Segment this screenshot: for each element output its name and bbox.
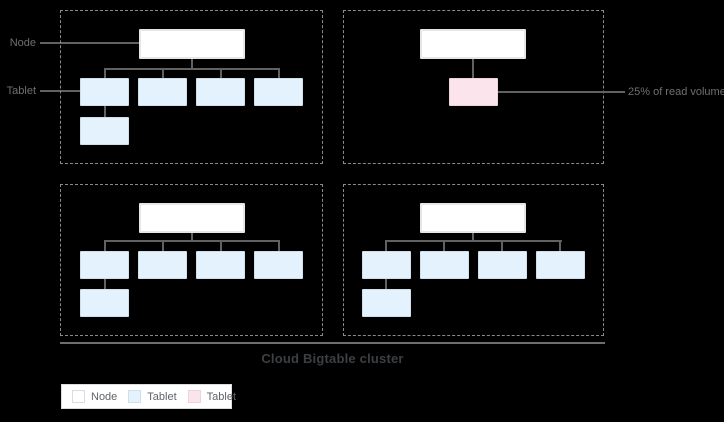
connector-line (104, 70, 106, 78)
node-group-1-outline (60, 10, 323, 164)
tablet-box (536, 251, 585, 279)
node-box (139, 29, 245, 59)
hot-tablet-box (449, 78, 498, 106)
tablet-box (80, 289, 129, 317)
tablet-blue-swatch-icon (128, 390, 142, 403)
read-volume-callout-label: 25% of read volume (628, 86, 724, 98)
node-pointer-line (40, 42, 139, 44)
node-group-2-outline (343, 10, 604, 164)
legend-label: Node (91, 390, 118, 403)
node-pointer-label: Node (9, 37, 36, 49)
connector-line (220, 70, 222, 78)
tablet-box (138, 251, 187, 279)
connector-line (104, 68, 280, 70)
connector-line (385, 242, 387, 251)
connector-line (443, 242, 445, 251)
node-box (420, 203, 526, 233)
cluster-baseline (60, 342, 605, 344)
tablet-box (362, 289, 411, 317)
connector-line (220, 242, 222, 251)
cluster-caption: Cloud Bigtable cluster (261, 351, 404, 366)
node-swatch-icon (72, 390, 85, 403)
connector-line (559, 242, 561, 251)
tablet-box (196, 251, 245, 279)
connector-line (104, 106, 106, 117)
tablet-box (478, 251, 527, 279)
tablet-box (138, 78, 187, 106)
connector-line (191, 59, 193, 69)
legend-item-node: Node (72, 390, 117, 403)
legend-label: Tablet (147, 390, 177, 403)
node-box (139, 203, 245, 233)
tablet-box (196, 78, 245, 106)
node-group-3-outline (60, 184, 323, 336)
connector-line (278, 242, 280, 251)
connector-line (472, 59, 474, 78)
tablet-pink-swatch-icon (187, 390, 201, 403)
tablet-box (362, 251, 411, 279)
tablet-box (80, 117, 129, 145)
tablet-box (80, 78, 129, 106)
connector-line (162, 242, 164, 251)
connector-line (385, 279, 387, 289)
node-group-4-outline (343, 184, 604, 336)
tablet-box (254, 78, 303, 106)
legend-item-tablet-blue: Tablet (128, 390, 177, 403)
connector-line (385, 240, 562, 242)
connector-line (191, 233, 193, 242)
connector-line (162, 70, 164, 78)
tablet-box (80, 251, 129, 279)
connector-line (278, 70, 280, 78)
tablet-box (420, 251, 469, 279)
connector-line (104, 279, 106, 289)
connector-line (104, 242, 106, 251)
connector-line (501, 242, 503, 251)
node-box (420, 29, 526, 59)
tablet-box (254, 251, 303, 279)
connector-line (472, 233, 474, 242)
callout-line (498, 91, 625, 93)
legend-label: Tablet (206, 390, 237, 403)
tablet-pointer-label: Tablet (6, 85, 36, 97)
legend: Node Tablet Tablet (61, 384, 236, 409)
connector-line (104, 240, 280, 242)
legend-item-tablet-pink: Tablet (187, 390, 237, 403)
